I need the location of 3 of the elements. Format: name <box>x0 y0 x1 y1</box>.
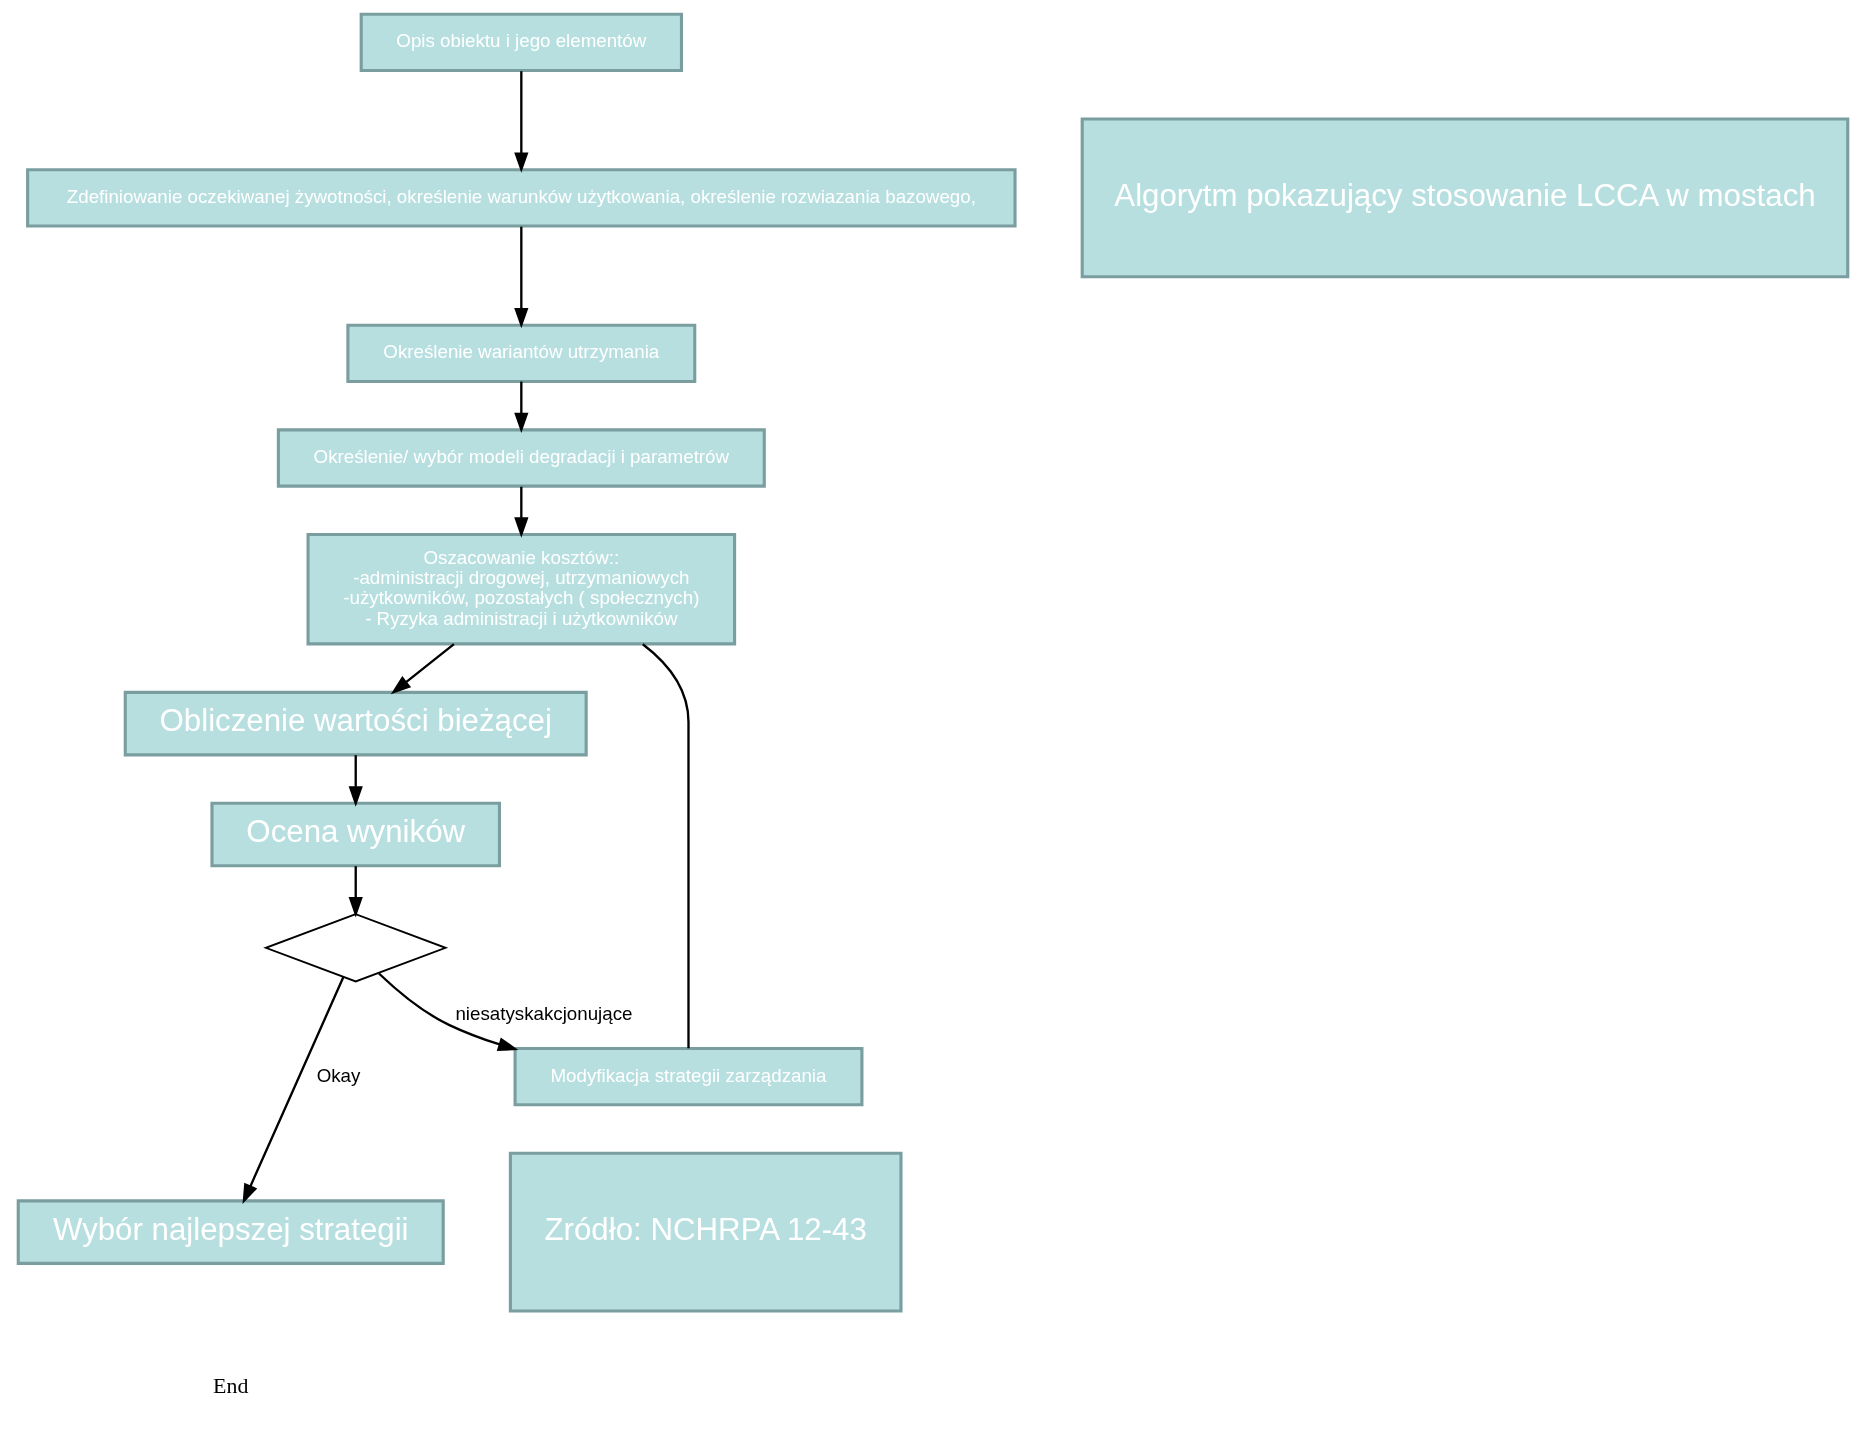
edge-label: niesatyskakcjonujące <box>455 1002 633 1024</box>
label: End <box>213 1374 249 1399</box>
edge-label: Okay <box>316 1064 361 1086</box>
